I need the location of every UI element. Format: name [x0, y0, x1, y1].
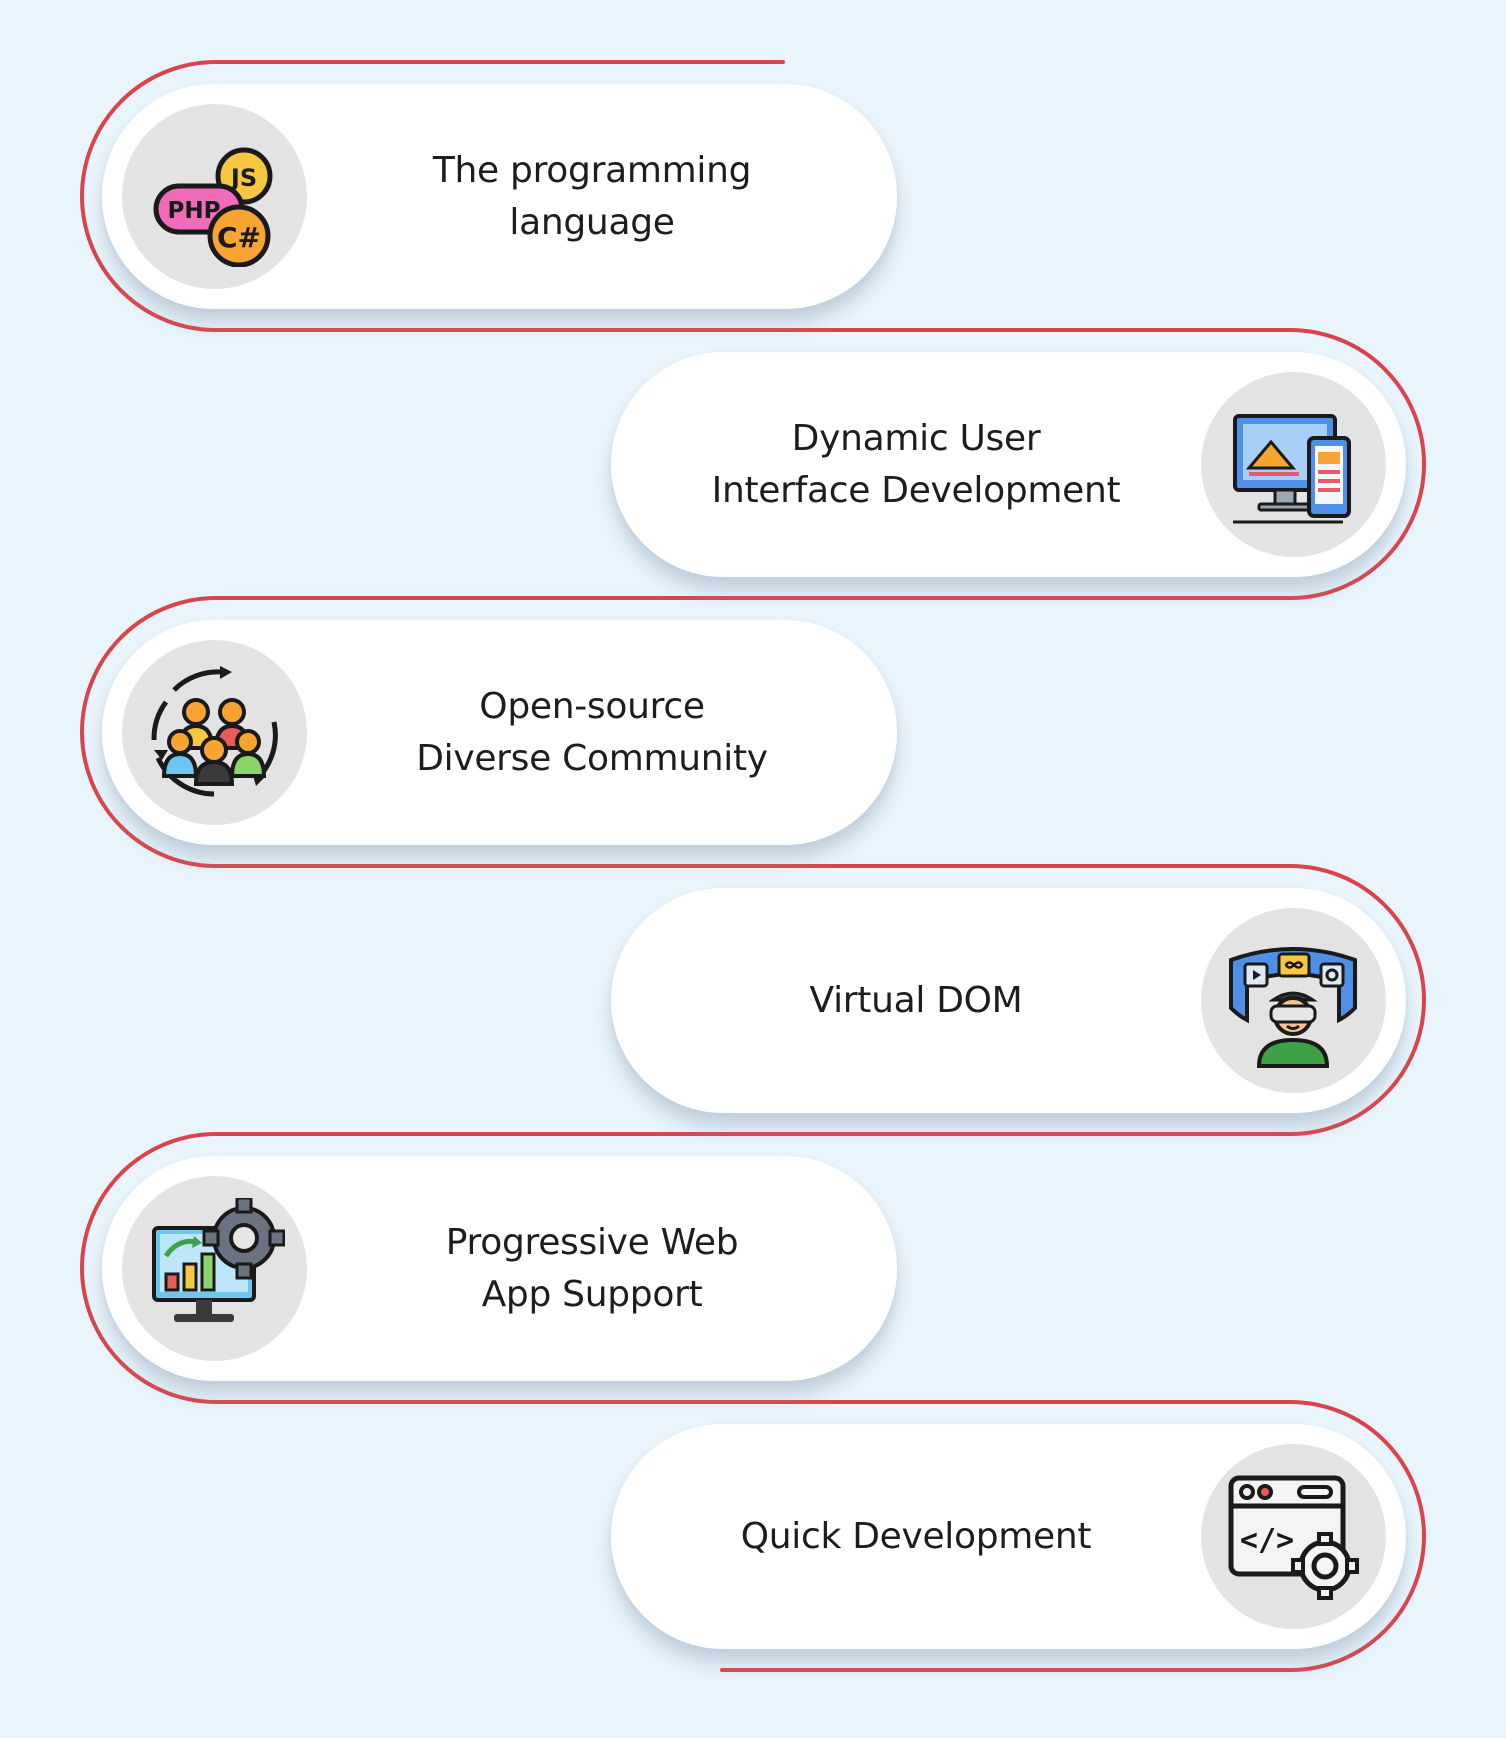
feature-card-quick-development: Quick Development </> [611, 1424, 1406, 1649]
feature-card-programming-language: JS PHP C# The programming language [102, 84, 897, 309]
feature-card-pwa-support: Progressive Web App Support [102, 1156, 897, 1381]
csharp-text: C# [217, 221, 261, 254]
feature-card-virtual-dom: Virtual DOM [611, 888, 1406, 1113]
icon-circle: </> [1201, 1444, 1386, 1629]
monitor-chart-gear-icon [152, 1198, 285, 1322]
feature-label-line: Quick Development [740, 1515, 1092, 1557]
feature-label: Progressive Web App Support [327, 1156, 857, 1381]
vr-headset-user-icon [1229, 947, 1357, 1068]
feature-label: Virtual DOM [651, 888, 1181, 1113]
feature-label-line: App Support [481, 1273, 703, 1315]
feature-label-line: The programming [432, 149, 752, 191]
feature-card-open-source-community: Open-source Diverse Community [102, 620, 897, 845]
responsive-devices-icon [1233, 414, 1351, 524]
feature-card-dynamic-ui: Dynamic User Interface Development [611, 352, 1406, 577]
feature-label-line: Diverse Community [416, 737, 768, 779]
icon-circle [1201, 908, 1386, 1093]
feature-label: The programming language [327, 84, 857, 309]
code-text: </> [1240, 1523, 1294, 1558]
js-text: JS [229, 164, 257, 192]
icon-circle: JS PHP C# [122, 104, 307, 289]
feature-label-line: Open-source [479, 685, 705, 727]
icon-circle [1201, 372, 1386, 557]
icon-circle [122, 640, 307, 825]
icon-circle [122, 1176, 307, 1361]
connector-path [80, 60, 1426, 1672]
programming-languages-icon: JS PHP C# [153, 147, 273, 267]
feature-label-line: Progressive Web [445, 1221, 739, 1263]
feature-label: Quick Development [651, 1424, 1181, 1649]
feature-label-line: Dynamic User [791, 417, 1041, 459]
feature-label: Dynamic User Interface Development [651, 352, 1181, 577]
php-text: PHP [168, 198, 221, 224]
code-window-gear-icon: </> [1228, 1475, 1359, 1600]
feature-label-line: Interface Development [711, 469, 1121, 511]
feature-label: Open-source Diverse Community [327, 620, 857, 845]
community-cycle-icon [151, 666, 278, 797]
feature-label-line: language [509, 201, 675, 243]
feature-label-line: Virtual DOM [809, 979, 1023, 1021]
